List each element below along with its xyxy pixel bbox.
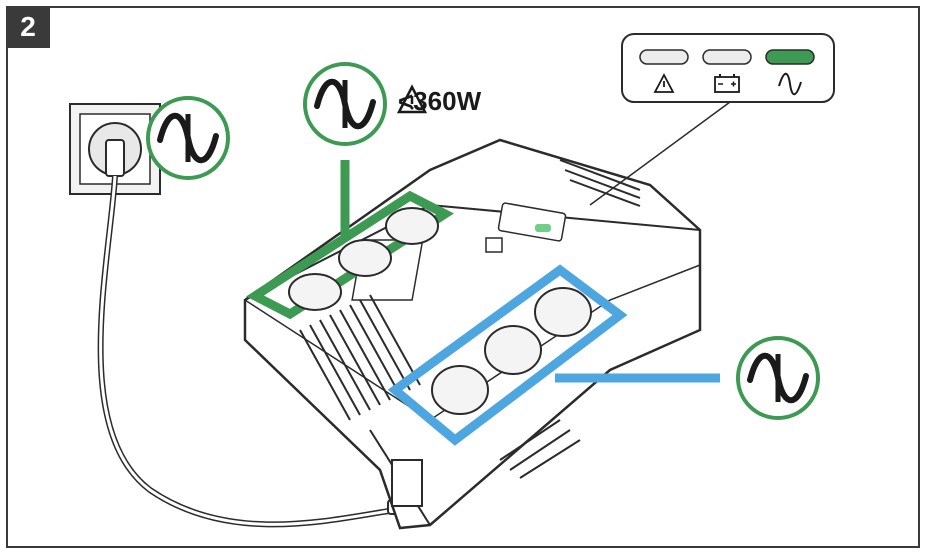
capacity-label: <360W: [398, 86, 482, 116]
indicator-panel: [621, 33, 835, 103]
battery-icon: [714, 74, 740, 93]
outlet: [431, 287, 592, 415]
diagram-frame: [6, 6, 920, 548]
surge-outlet-group: [246, 160, 454, 320]
battery-outlet-group: [387, 264, 720, 446]
sine-wave-icon: [146, 96, 230, 180]
outlet: [288, 207, 439, 311]
warning-triangle-icon: [396, 84, 428, 114]
battery-led: [702, 49, 752, 65]
ac-wave-icon: [778, 72, 802, 96]
warning-triangle-icon: [653, 73, 675, 93]
ac-led: [765, 49, 815, 65]
sine-wave-icon: [736, 336, 820, 420]
plug-icon: [105, 139, 125, 177]
warning-led: [639, 49, 689, 65]
sine-wave-icon: [303, 62, 387, 146]
step-number-badge: 2: [6, 6, 50, 48]
